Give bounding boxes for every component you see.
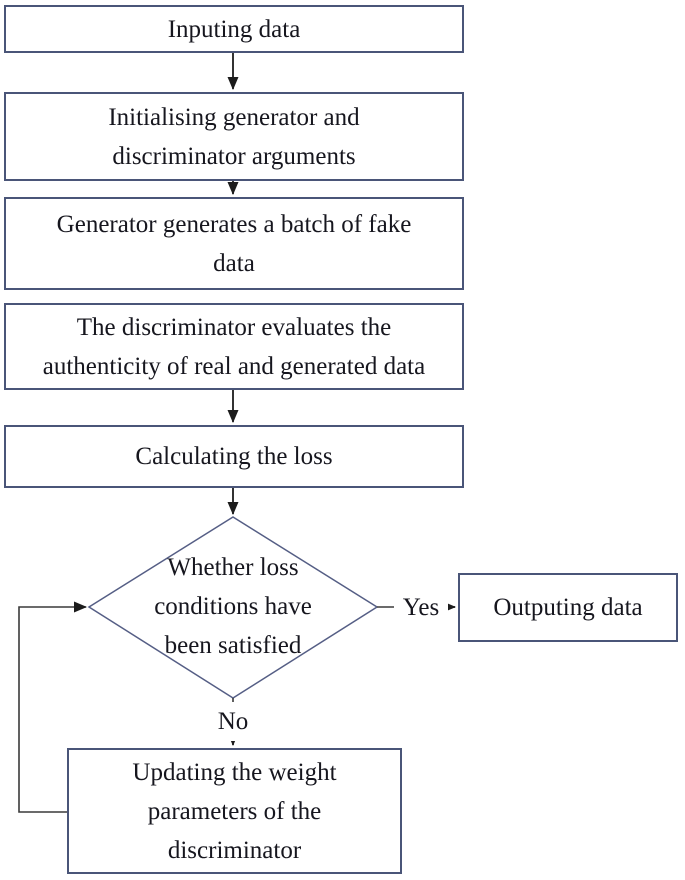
node-updating-weights: Updating the weight parameters of the di… xyxy=(67,748,402,874)
node-discriminator-evaluates: The discriminator evaluates the authenti… xyxy=(4,303,464,390)
node-label: Updating the weight parameters of the di… xyxy=(132,758,337,864)
node-inputing-data: Inputing data xyxy=(4,5,464,53)
edge-label-yes: Yes xyxy=(394,588,448,627)
node-label: Inputing data xyxy=(167,15,301,43)
node-outputing-data: Outputing data xyxy=(458,573,678,642)
edge-label-no: No xyxy=(206,702,260,741)
node-label: Outputing data xyxy=(493,594,643,621)
node-label: Initialising generator and discriminator… xyxy=(108,103,360,170)
node-label: Generator generates a batch of fake data xyxy=(56,210,412,277)
feedback-line-update-to-decision xyxy=(18,601,87,813)
node-generator-generates-fake-data: Generator generates a batch of fake data xyxy=(4,197,464,290)
node-label: Calculating the loss xyxy=(135,443,333,470)
node-initialising-arguments: Initialising generator and discriminator… xyxy=(4,92,464,181)
node-label: The discriminator evaluates the authenti… xyxy=(42,313,426,380)
node-calculating-loss: Calculating the loss xyxy=(4,425,464,488)
decision-node-label: Whether loss conditions have been satisf… xyxy=(154,554,312,659)
